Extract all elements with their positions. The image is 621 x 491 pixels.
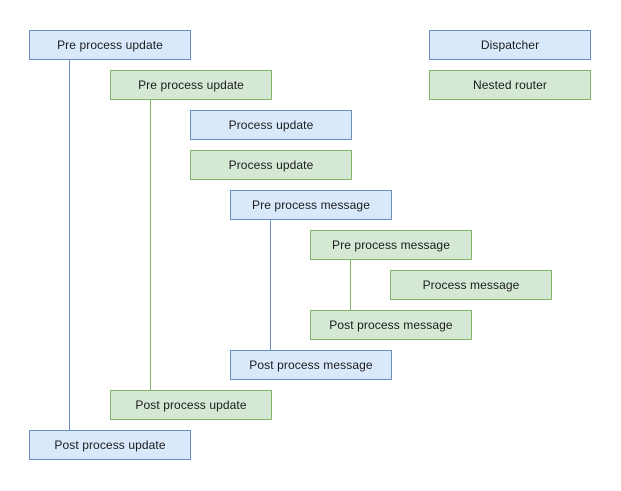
flow-node[interactable]: Post process message bbox=[230, 350, 392, 380]
dispatcher-message-edge bbox=[270, 220, 271, 350]
router-update-edge bbox=[150, 100, 151, 390]
legend-item[interactable]: Dispatcher bbox=[429, 30, 591, 60]
flow-node[interactable]: Pre process update bbox=[110, 70, 272, 100]
flow-node[interactable]: Process update bbox=[190, 150, 352, 180]
legend-item[interactable]: Nested router bbox=[429, 70, 591, 100]
flow-node[interactable]: Pre process update bbox=[29, 30, 191, 60]
flow-node[interactable]: Process update bbox=[190, 110, 352, 140]
flow-node[interactable]: Post process message bbox=[310, 310, 472, 340]
flow-node[interactable]: Post process update bbox=[110, 390, 272, 420]
router-message-edge bbox=[350, 260, 351, 310]
dispatcher-update-edge bbox=[69, 60, 70, 430]
flow-node[interactable]: Post process update bbox=[29, 430, 191, 460]
flow-node[interactable]: Pre process message bbox=[230, 190, 392, 220]
flow-node[interactable]: Process message bbox=[390, 270, 552, 300]
flow-node[interactable]: Pre process message bbox=[310, 230, 472, 260]
